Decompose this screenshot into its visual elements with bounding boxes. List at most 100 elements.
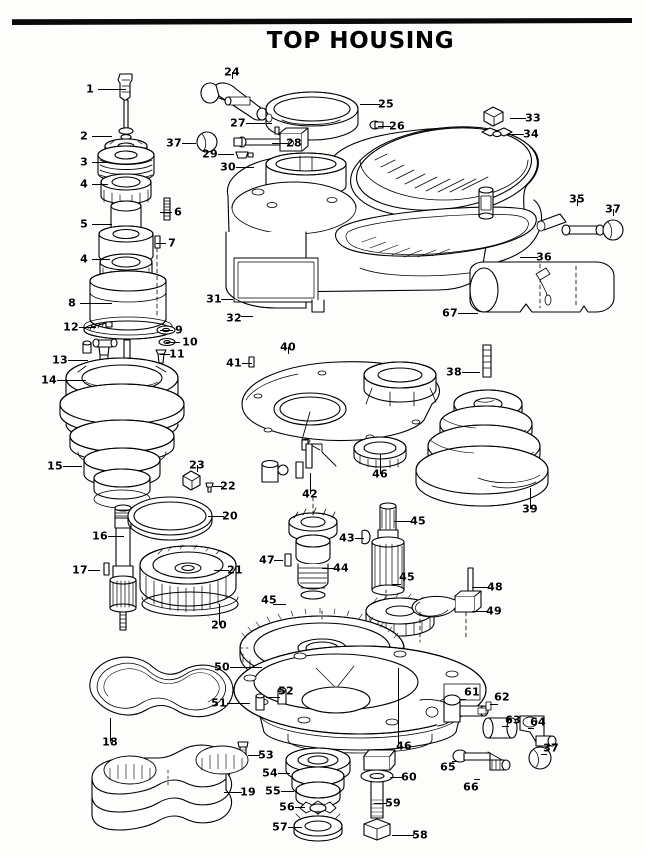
callout-number-54: 54 bbox=[262, 766, 278, 780]
callout-number-5: 5 bbox=[80, 217, 88, 231]
callout-number-22: 22 bbox=[220, 479, 236, 493]
callout-number-51: 51 bbox=[211, 696, 227, 710]
leader-line-21 bbox=[214, 570, 229, 571]
callout-number-39: 39 bbox=[522, 502, 538, 516]
leader-line-63 bbox=[502, 726, 509, 727]
leader-line-35 bbox=[577, 199, 578, 206]
gear-cover-plate bbox=[241, 344, 549, 507]
callout-number-41: 41 bbox=[226, 356, 242, 370]
leader-line-55 bbox=[281, 791, 294, 792]
leader-line-20 bbox=[219, 604, 220, 625]
leader-line-19 bbox=[224, 792, 242, 793]
callout-number-19: 19 bbox=[240, 785, 256, 799]
callout-number-46: 46 bbox=[396, 739, 412, 753]
callout-number-16: 16 bbox=[92, 529, 108, 543]
leader-line-40 bbox=[288, 347, 289, 354]
callout-number-45: 45 bbox=[261, 593, 277, 607]
leader-line-56 bbox=[295, 807, 305, 808]
leader-line-17 bbox=[88, 570, 100, 571]
callout-number-25: 25 bbox=[378, 97, 394, 111]
callout-number-17: 17 bbox=[72, 563, 88, 577]
callout-number-37: 37 bbox=[605, 204, 621, 215]
leader-line-24 bbox=[232, 72, 233, 79]
leader-line-41 bbox=[242, 363, 252, 364]
callout-number-14: 14 bbox=[41, 373, 57, 387]
leader-line-57 bbox=[288, 827, 302, 828]
leader-line-7 bbox=[156, 243, 166, 244]
callout-number-35: 35 bbox=[569, 194, 585, 205]
leader-line-42 bbox=[310, 473, 311, 494]
callout-number-4: 4 bbox=[80, 252, 88, 266]
callout-number-32: 32 bbox=[226, 311, 242, 325]
leader-line-62 bbox=[490, 704, 498, 705]
callout-number-23: 23 bbox=[189, 460, 205, 471]
callout-number-64: 64 bbox=[530, 715, 546, 729]
callout-number-6: 6 bbox=[174, 205, 182, 219]
leader-line-36 bbox=[520, 257, 538, 258]
top-rule-divider bbox=[12, 18, 632, 25]
leader-line-13 bbox=[68, 360, 88, 361]
leader-line-6 bbox=[160, 212, 172, 213]
leader-line-39 bbox=[530, 488, 531, 509]
callout-number-45: 45 bbox=[410, 514, 426, 528]
callout-number-30: 30 bbox=[220, 160, 236, 174]
leader-line-31 bbox=[221, 299, 233, 300]
leader-line-37 bbox=[541, 754, 547, 755]
leader-line-10 bbox=[166, 342, 180, 343]
leader-line-20 bbox=[208, 516, 224, 517]
page-title: TOP HOUSING bbox=[266, 28, 455, 54]
callout-number-36: 36 bbox=[536, 250, 552, 264]
callout-number-59: 59 bbox=[385, 796, 401, 810]
leader-line-5 bbox=[92, 224, 112, 225]
leader-line-4 bbox=[92, 259, 110, 260]
top-hardware-group bbox=[196, 82, 384, 173]
leader-line-25 bbox=[360, 104, 380, 105]
leader-line-4 bbox=[92, 184, 108, 185]
callout-number-63: 63 bbox=[505, 713, 521, 727]
callout-number-61: 61 bbox=[464, 685, 480, 699]
callout-number-29: 29 bbox=[202, 147, 218, 161]
leader-line-48 bbox=[472, 587, 488, 588]
callout-number-34: 34 bbox=[523, 127, 539, 141]
callout-number-24: 24 bbox=[224, 67, 240, 78]
leader-line-59 bbox=[374, 803, 387, 804]
callout-number-42: 42 bbox=[302, 487, 318, 501]
callout-number-56: 56 bbox=[279, 800, 295, 814]
callout-number-49: 49 bbox=[486, 604, 502, 618]
leader-line-65 bbox=[452, 761, 458, 762]
lower-housing-base bbox=[233, 645, 487, 842]
callout-number-37: 37 bbox=[166, 136, 182, 150]
leader-line-32 bbox=[241, 316, 253, 317]
leader-line-2 bbox=[92, 136, 112, 137]
linkage-hardware-group bbox=[443, 694, 557, 771]
leader-line-38 bbox=[462, 372, 480, 373]
leader-line-45 bbox=[273, 604, 286, 605]
main-housing-casting bbox=[225, 106, 624, 313]
callout-number-57: 57 bbox=[272, 820, 288, 834]
shift-fork-group bbox=[411, 567, 482, 643]
leader-line-54 bbox=[278, 773, 290, 774]
callout-number-65: 65 bbox=[440, 760, 456, 774]
leader-line-9 bbox=[160, 330, 173, 331]
callout-number-52: 52 bbox=[278, 684, 294, 698]
leader-line-3 bbox=[92, 162, 108, 163]
leader-line-27 bbox=[246, 123, 272, 124]
callout-number-4: 4 bbox=[80, 177, 88, 191]
callout-number-11: 11 bbox=[169, 347, 185, 361]
callout-number-26: 26 bbox=[389, 119, 405, 133]
leader-line-58 bbox=[392, 835, 414, 836]
callout-number-3: 3 bbox=[80, 155, 88, 169]
callout-number-20: 20 bbox=[222, 509, 238, 523]
leader-line-49 bbox=[472, 611, 487, 612]
leader-line-18 bbox=[110, 718, 111, 742]
callout-number-31: 31 bbox=[206, 292, 222, 306]
leader-line-45 bbox=[394, 521, 412, 522]
leader-line-46 bbox=[398, 668, 399, 746]
callout-number-38: 38 bbox=[446, 365, 462, 379]
callout-number-47: 47 bbox=[259, 553, 275, 567]
callout-number-43: 43 bbox=[339, 531, 355, 545]
callout-number-9: 9 bbox=[175, 323, 183, 337]
leader-line-46 bbox=[380, 454, 381, 474]
callout-number-58: 58 bbox=[412, 828, 428, 842]
